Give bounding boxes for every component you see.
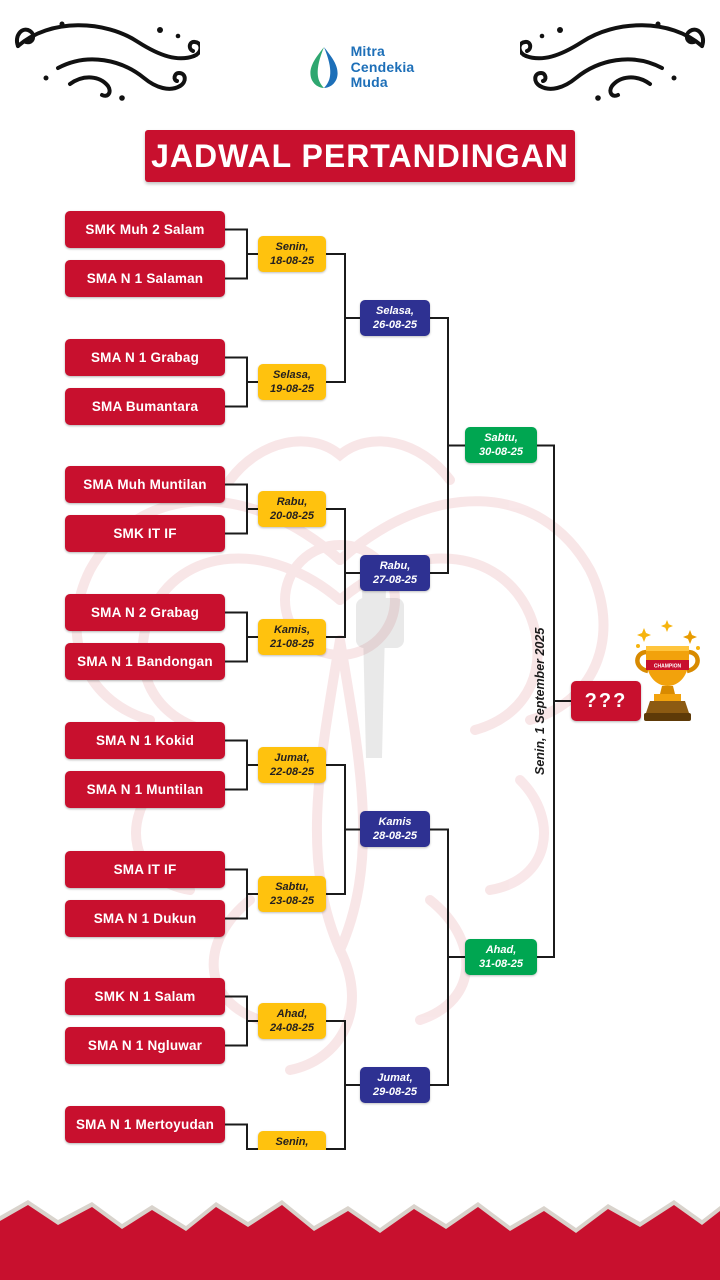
round1-date-box: Ahad, 24-08-25 — [258, 1003, 326, 1039]
trophy-icon: CHAMPION — [635, 620, 700, 721]
match-day: Kamis, — [273, 623, 311, 636]
match-date: 21-08-25 — [269, 638, 315, 650]
organizer-logo: Mitra Cendekia Muda — [0, 43, 720, 91]
logo-line2: Cendekia — [350, 58, 415, 75]
champion-placeholder-text: ??? — [584, 689, 628, 712]
round2-date-box: Selasa, 26-08-25 — [360, 300, 430, 336]
team-box: SMA N 1 Ngluwar — [65, 1027, 225, 1064]
round3-date-box: Sabtu, 30-08-25 — [465, 427, 537, 463]
round1-date-box: Senin, 18-08-25 — [258, 236, 326, 272]
match-day: Rabu, — [276, 495, 308, 508]
corner-flourish-left-icon — [15, 21, 200, 101]
match-date: 29-08-25 — [372, 1086, 418, 1098]
match-day: Jumat, — [377, 1071, 413, 1084]
match-day: Selasa, — [273, 368, 311, 381]
team-box: SMA IT IF — [65, 851, 225, 888]
logo-drop-icon — [309, 46, 338, 88]
champion-placeholder-box: ??? — [571, 681, 641, 721]
team-box: SMK Muh 2 Salam — [65, 211, 225, 248]
match-day: Sabtu, — [484, 431, 518, 444]
team-box: SMA N 1 Muntilan — [65, 771, 225, 808]
match-day: Sabtu, — [275, 880, 309, 893]
round1-date-box: Rabu, 20-08-25 — [258, 491, 326, 527]
match-date: 22-08-25 — [269, 766, 315, 778]
round1-date-box: Kamis, 21-08-25 — [258, 619, 326, 655]
page-title-text: JADWAL PERTANDINGAN — [151, 137, 569, 174]
round2-date-box: Kamis 28-08-25 — [360, 811, 430, 847]
match-date: 26-08-25 — [372, 319, 418, 331]
round1-date-box: Jumat, 22-08-25 — [258, 747, 326, 783]
team-box: SMA N 2 Grabag — [65, 594, 225, 631]
match-day: Ahad, — [485, 943, 517, 956]
corner-flourish-right-icon — [520, 21, 705, 101]
team-box: SMA N 1 Grabag — [65, 339, 225, 376]
team-box: SMA N 1 Bandongan — [65, 643, 225, 680]
logo-line3: Muda — [350, 74, 388, 91]
match-date: 20-08-25 — [269, 510, 315, 522]
team-box: SMA N 1 Mertoyudan — [65, 1106, 225, 1143]
svg-text:CHAMPION: CHAMPION — [654, 664, 682, 670]
match-day: Jumat, — [274, 751, 310, 764]
match-date: 24-08-25 — [269, 1022, 315, 1034]
team-box: SMA Muh Muntilan — [65, 466, 225, 503]
match-date: 23-08-25 — [269, 895, 315, 907]
match-day: Senin, — [275, 1135, 309, 1148]
match-date: 28-08-25 — [372, 830, 418, 842]
round1-date-box: Selasa, 19-08-25 — [258, 364, 326, 400]
round2-date-box: Rabu, 27-08-25 — [360, 555, 430, 591]
final-date-label: Senin, 1 September 2025 — [533, 627, 547, 775]
round1-date-box: Sabtu, 23-08-25 — [258, 876, 326, 912]
match-day: Senin, — [275, 240, 309, 253]
team-box: SMA N 1 Kokid — [65, 722, 225, 759]
page-title: JADWAL PERTANDINGAN — [145, 130, 575, 182]
round2-date-box: Jumat, 29-08-25 — [360, 1067, 430, 1103]
logo-line1: Mitra — [350, 43, 386, 59]
round3-date-box: Ahad, 31-08-25 — [465, 939, 537, 975]
team-box: SMK N 1 Salam — [65, 978, 225, 1015]
match-day: Rabu, — [379, 559, 411, 572]
match-day: Selasa, — [376, 304, 414, 317]
team-box: SMA Bumantara — [65, 388, 225, 425]
match-date: 18-08-25 — [269, 255, 315, 267]
team-box: SMK IT IF — [65, 515, 225, 552]
team-box: SMA N 1 Salaman — [65, 260, 225, 297]
match-date: 19-08-25 — [269, 383, 315, 395]
logo-wordmark: Mitra Cendekia Muda — [350, 43, 415, 91]
match-date: 27-08-25 — [372, 574, 418, 586]
match-day: Kamis — [378, 815, 412, 828]
team-box: SMA N 1 Dukun — [65, 900, 225, 937]
match-day: Ahad, — [276, 1007, 308, 1020]
match-date: 30-08-25 — [478, 446, 524, 458]
match-date: 31-08-25 — [478, 958, 524, 970]
torn-paper-edge — [0, 1150, 720, 1280]
